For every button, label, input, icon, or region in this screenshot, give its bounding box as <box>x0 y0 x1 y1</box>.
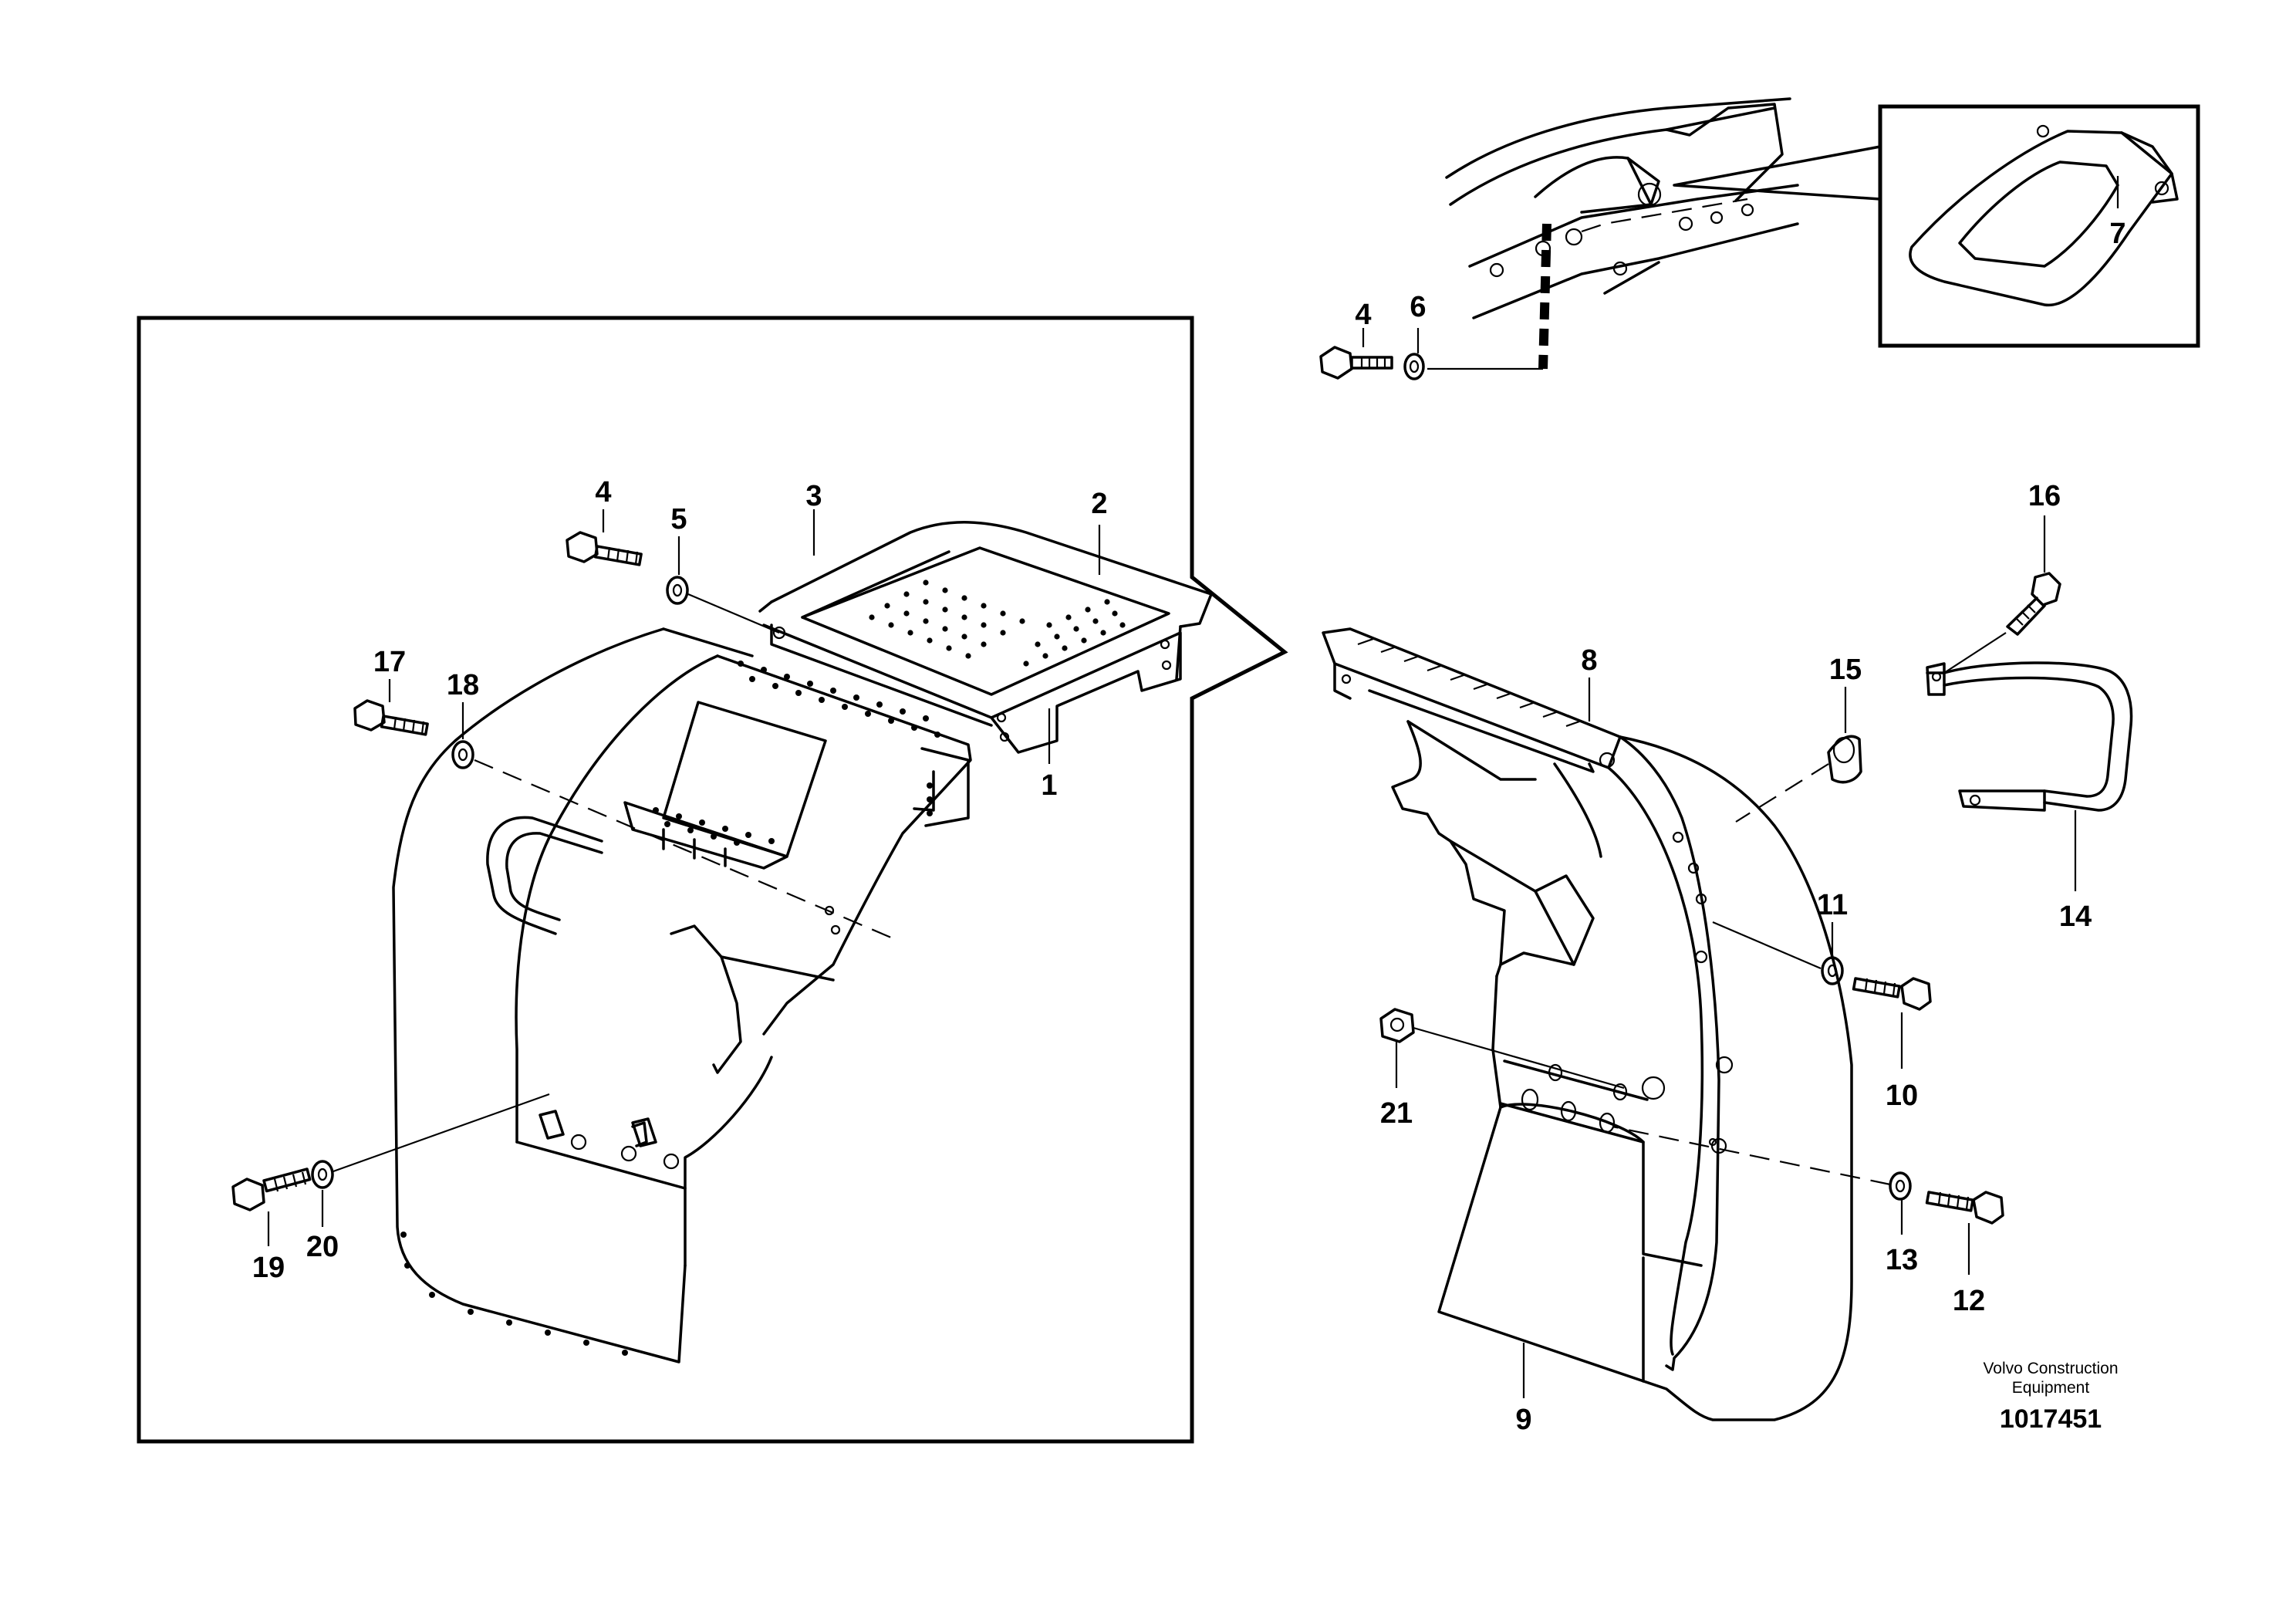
hidden-line-bolt-6 <box>1581 198 1748 233</box>
fender-bracket <box>824 770 935 935</box>
callout-2: 2 <box>1091 488 1107 520</box>
fender-rivets <box>400 1232 628 1356</box>
callout-6: 6 <box>1410 291 1426 323</box>
callout-12: 12 <box>1953 1285 1985 1317</box>
callout-13: 13 <box>1886 1244 1918 1276</box>
callout-9: 9 <box>1515 1404 1531 1436</box>
washer-5 <box>666 576 689 605</box>
fender-panel-left <box>392 627 972 1363</box>
bolt-4-top <box>1319 346 1393 380</box>
callout-3: 3 <box>805 480 822 512</box>
callout-17: 17 <box>373 646 406 678</box>
grab-handle-14 <box>1926 661 2133 812</box>
bolt-path-heavy <box>1538 223 1551 370</box>
step-pocket <box>623 701 827 870</box>
nut-21 <box>1379 1008 1415 1043</box>
step-plate-7 <box>1909 124 2179 307</box>
spacer-15 <box>1827 735 1862 784</box>
washer-13 <box>1889 1171 1912 1201</box>
washer-20 <box>311 1160 334 1189</box>
callout-1: 1 <box>1041 769 1057 802</box>
callout-8: 8 <box>1581 644 1597 677</box>
fender-9-inner-plate <box>1391 720 1703 1267</box>
fender-inner-guard-2 <box>720 955 835 982</box>
step-plate-perforations <box>869 580 1126 667</box>
bolt-4-left <box>566 531 643 566</box>
callout-19: 19 <box>252 1252 285 1284</box>
fender-lower-bracket <box>539 1110 680 1170</box>
step-plate-2-3 <box>758 521 1213 754</box>
assembly-line-nut-21 <box>1413 1026 1625 1090</box>
document-number: 1017451 <box>2000 1404 2102 1434</box>
fender-9-holes <box>1521 831 1734 1154</box>
assembly-line-bolt-19 <box>333 1093 550 1173</box>
callout-4-top: 4 <box>1355 299 1371 331</box>
credit-line-1: Volvo Construction <box>1983 1360 2118 1377</box>
bolt-12 <box>1925 1191 2004 1225</box>
callout-5: 5 <box>670 503 687 536</box>
callout-15: 15 <box>1829 654 1862 686</box>
detail-frame-left <box>137 316 1288 1444</box>
fender-handle-inner <box>505 832 603 921</box>
callout-11: 11 <box>1817 889 1848 921</box>
bolt-17 <box>353 699 429 736</box>
callout-20: 20 <box>306 1231 339 1263</box>
inset-frame-7 <box>1878 104 2200 348</box>
callout-7: 7 <box>2109 218 2125 250</box>
washer-11 <box>1821 956 1844 985</box>
machine-frame-sketch <box>1445 97 1799 319</box>
bolt-16 <box>2006 572 2061 636</box>
washer-18 <box>451 740 474 769</box>
assembly-line-spacer-15 <box>1735 763 1829 823</box>
step-8 <box>1322 627 1622 773</box>
callout-14: 14 <box>2059 901 2092 933</box>
fender-inner-guard <box>670 924 742 1074</box>
callout-10: 10 <box>1886 1080 1918 1112</box>
callout-18: 18 <box>447 669 479 701</box>
fender-top-perforations <box>738 661 940 738</box>
callout-16: 16 <box>2028 480 2061 512</box>
assembly-line-bolt-4 <box>687 593 780 634</box>
assembly-line-bolt-17 <box>474 759 892 939</box>
washer-6-top <box>1403 353 1425 380</box>
credit-line-2: Equipment <box>2012 1379 2090 1397</box>
callout-21: 21 <box>1380 1097 1413 1130</box>
bolt-19 <box>231 1168 312 1211</box>
assembly-line-bolt-12 <box>1612 1125 1891 1186</box>
step-plate-mount-holes <box>772 626 1172 742</box>
callout-4-left: 4 <box>595 476 611 509</box>
pocket-holes <box>653 807 775 846</box>
inset-pointer <box>1673 145 1882 201</box>
fender-handle <box>486 816 603 935</box>
bolt-10 <box>1852 977 1932 1011</box>
fender-panel-9 <box>1437 735 1853 1421</box>
assembly-line-bolt-10 <box>1712 921 1822 970</box>
assembly-line-bolt-16 <box>1943 632 2007 674</box>
